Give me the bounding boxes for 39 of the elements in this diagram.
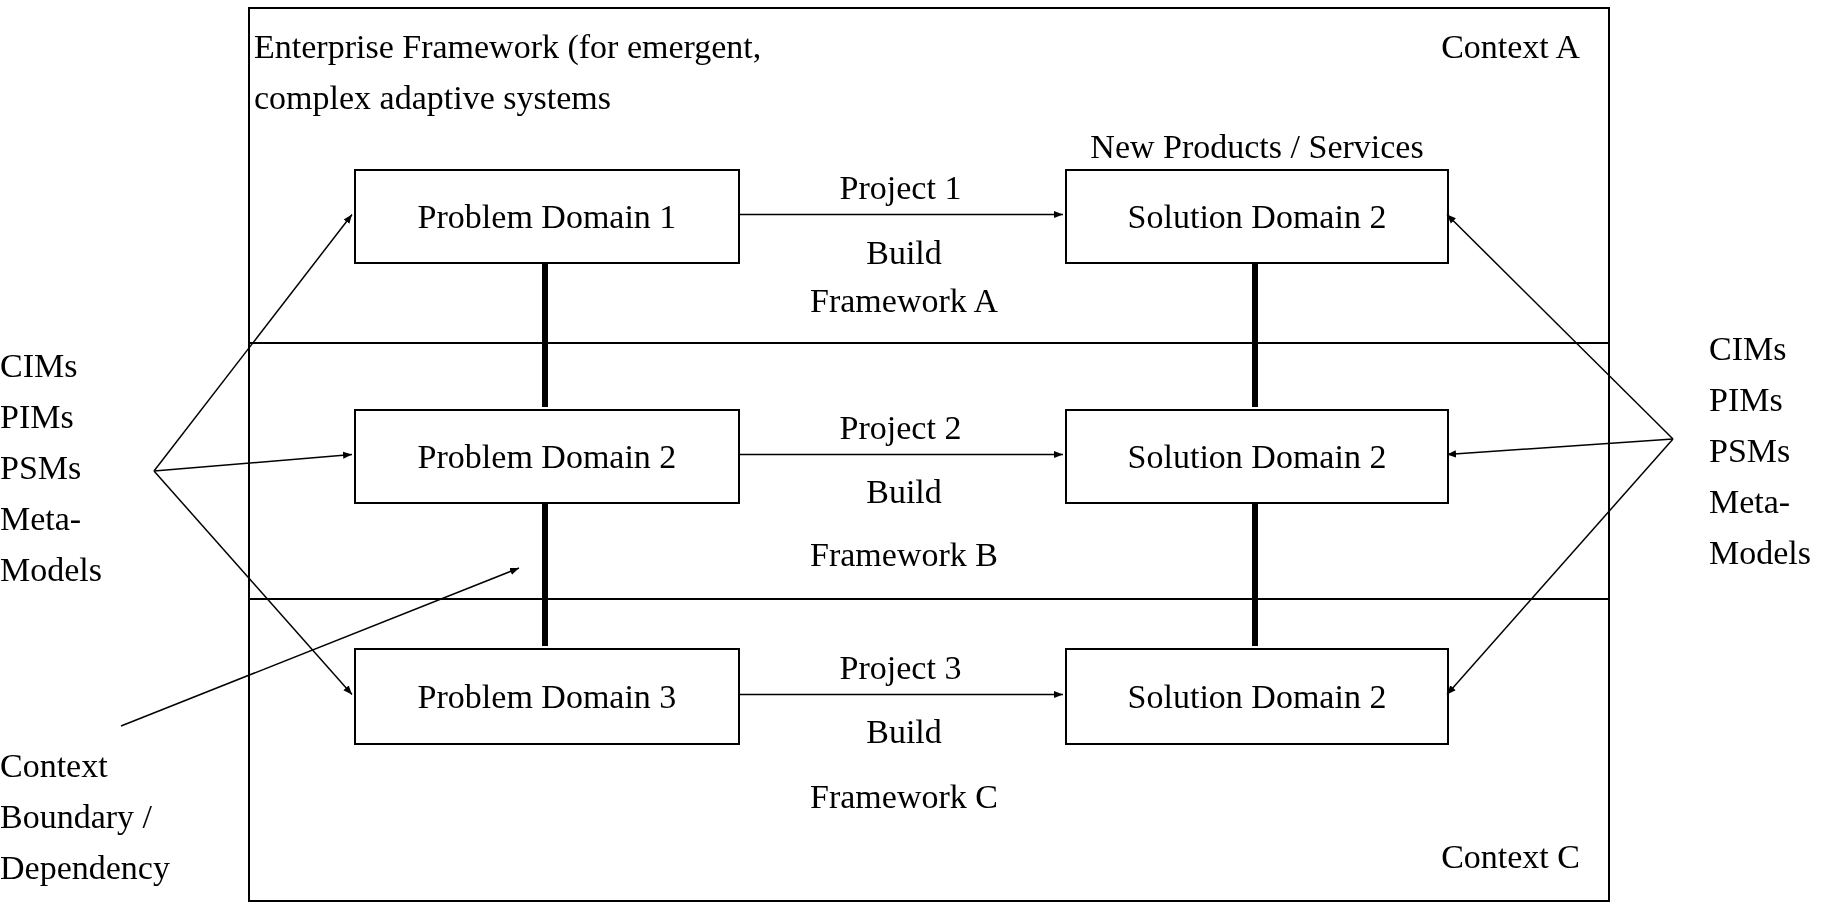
build-label: Build [866, 233, 942, 273]
dependency-line [1252, 262, 1258, 407]
arrow [737, 450, 1064, 459]
arrow [153, 451, 353, 472]
domain-label: Problem Domain 3 [417, 677, 677, 717]
framework-frame [248, 7, 1610, 902]
dependency-line [542, 262, 548, 407]
annotation-text: Context Boundary / Dependency [0, 740, 215, 900]
context-label: Context A [1441, 27, 1580, 67]
dependency-line [542, 502, 548, 646]
domain-box [354, 169, 740, 264]
arrow [153, 213, 353, 472]
domain-label: Solution Domain 2 [1127, 197, 1387, 237]
domain-box [1065, 409, 1449, 504]
domain-box [1065, 648, 1449, 745]
frame-title: Enterprise Framework (for emergent, complex adaptive systems [254, 27, 763, 118]
leader-line [120, 567, 520, 727]
domain-box [354, 409, 740, 504]
build-label: Framework C [810, 777, 998, 817]
node-caption: New Products / Services [1090, 127, 1424, 167]
domain-label: Solution Domain 2 [1127, 437, 1387, 477]
domain-box [354, 648, 740, 745]
annotation-text: CIMs PIMs PSMs Meta-Models [0, 340, 135, 600]
domain-label: Problem Domain 1 [417, 197, 677, 237]
domain-label: Problem Domain 2 [417, 437, 677, 477]
build-label: Build [866, 472, 942, 512]
context-label: Context C [1441, 837, 1580, 877]
dependency-line [1252, 502, 1258, 646]
build-label: Build [866, 712, 942, 752]
annotation-text: CIMs PIMs PSMs Meta-Models [1709, 323, 1844, 583]
arrow [1446, 438, 1674, 696]
build-label: Framework A [810, 281, 998, 321]
arrow [1446, 438, 1674, 458]
arrow [153, 470, 353, 696]
arrow [737, 210, 1064, 219]
build-label: Framework B [810, 535, 998, 575]
domain-label: Solution Domain 2 [1127, 677, 1387, 717]
arrow [737, 690, 1064, 699]
arrow [1446, 213, 1674, 440]
